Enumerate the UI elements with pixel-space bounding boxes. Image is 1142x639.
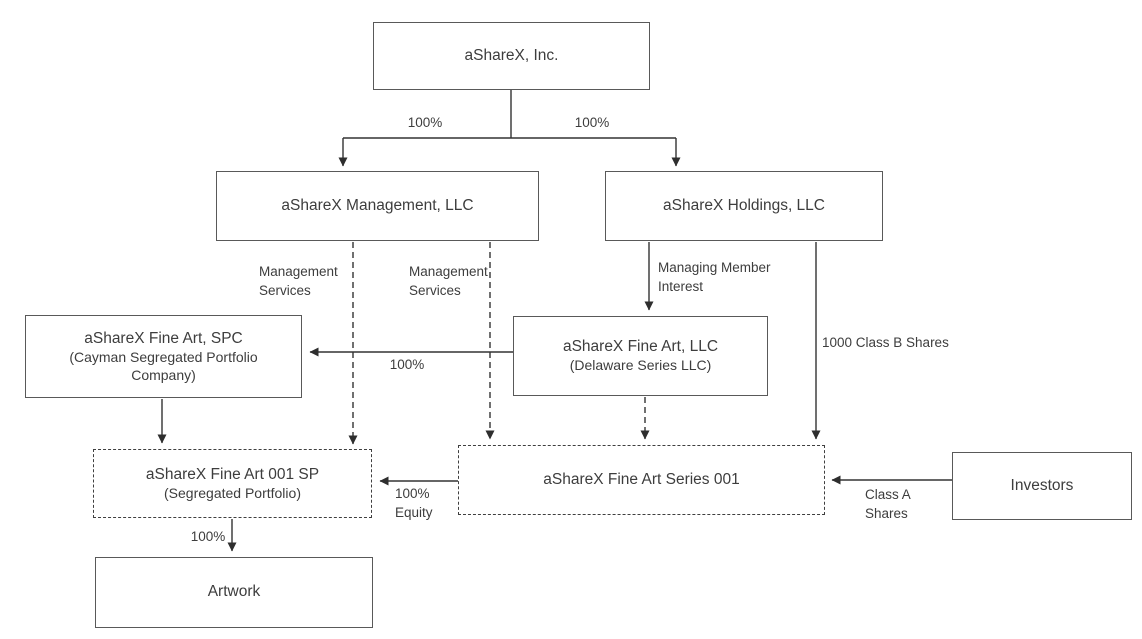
node-artwork: Artwork (95, 557, 373, 628)
label-management-services-left: Management Services (259, 264, 338, 298)
node-asharex-fine-art-series-001: aShareX Fine Art Series 001 (458, 445, 825, 515)
node-investors-label: Investors (1010, 476, 1074, 494)
node-asharex-fine-art-spc: aShareX Fine Art, SPC (Cayman Segregated… (25, 315, 302, 398)
node-asharex-fine-art-001-sp-title: aShareX Fine Art 001 SP (145, 465, 320, 483)
node-asharex-fine-art-spc-title: aShareX Fine Art, SPC (84, 329, 243, 347)
node-asharex-inc: aShareX, Inc. (373, 22, 650, 90)
label-1000-class-b-shares: 1000 Class B Shares (822, 335, 949, 350)
label-inc-to-management-pct: 100% (407, 115, 443, 130)
node-asharex-holdings-llc-label: aShareX Holdings, LLC (663, 196, 825, 214)
node-asharex-fine-art-llc: aShareX Fine Art, LLC (Delaware Series L… (513, 316, 768, 396)
node-asharex-fine-art-series-001-label: aShareX Fine Art Series 001 (543, 470, 740, 488)
node-asharex-management-llc: aShareX Management, LLC (216, 171, 539, 241)
node-asharex-holdings-llc: aShareX Holdings, LLC (605, 171, 883, 241)
node-investors: Investors (952, 452, 1132, 520)
node-artwork-label: Artwork (207, 583, 261, 601)
label-100pct-equity: 100% Equity (395, 486, 433, 520)
label-class-a-shares: Class A Shares (865, 487, 911, 521)
node-asharex-management-llc-label: aShareX Management, LLC (281, 196, 474, 214)
node-asharex-fine-art-llc-title: aShareX Fine Art, LLC (562, 338, 719, 356)
node-asharex-fine-art-spc-subtitle: (Cayman Segregated Portfolio Company) (69, 349, 258, 383)
node-asharex-fine-art-001-sp: aShareX Fine Art 001 SP (Segregated Port… (93, 449, 372, 518)
label-management-services-right: Management Services (409, 264, 488, 298)
label-llc-to-spc-pct: 100% (389, 357, 425, 372)
label-inc-to-holdings-pct: 100% (574, 115, 610, 130)
label-sp-to-artwork-pct: 100% (190, 529, 226, 544)
label-managing-member-interest: Managing Member Interest (658, 260, 771, 294)
node-asharex-fine-art-001-sp-subtitle: (Segregated Portfolio) (164, 484, 301, 501)
node-asharex-fine-art-llc-subtitle: (Delaware Series LLC) (569, 357, 712, 374)
node-asharex-inc-label: aShareX, Inc. (464, 46, 559, 64)
